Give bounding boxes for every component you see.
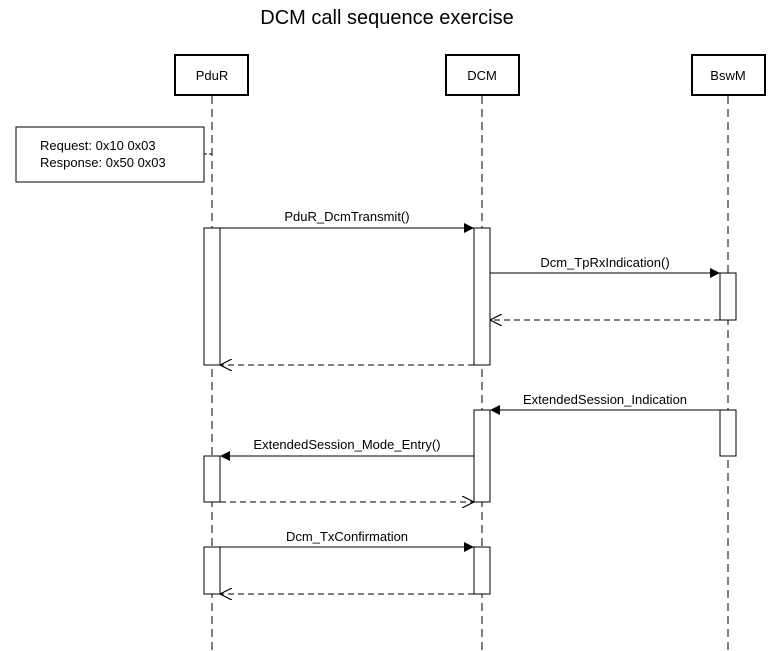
participant-dcm: DCM: [445, 54, 520, 96]
activation-pdur-3: [203, 546, 221, 595]
message-label: Dcm_TpRxIndication(): [540, 255, 669, 270]
activation-pdur-1: [203, 227, 221, 366]
note-response: Response: 0x50 0x03: [40, 155, 166, 170]
message-label: PduR_DcmTransmit(): [284, 209, 409, 224]
message-dcm-txconfirmation: Dcm_TxConfirmation: [220, 529, 474, 552]
message-pdur-dcmtransmit: PduR_DcmTransmit(): [220, 209, 474, 233]
note-request: Request: 0x10 0x03: [40, 138, 156, 153]
activation-dcm-1: [473, 227, 491, 366]
diagram-title: DCM call sequence exercise: [260, 7, 513, 29]
participant-dcm-label: DCM: [467, 68, 497, 83]
activation-bswm-2: [719, 409, 737, 457]
message-dcm-tprxindication: Dcm_TpRxIndication(): [490, 255, 720, 278]
message-label: Dcm_TxConfirmation: [286, 529, 408, 544]
activation-dcm-2: [473, 409, 491, 503]
participant-pdur: PduR: [174, 54, 249, 96]
activation-bswm-1: [719, 272, 737, 321]
activation-dcm-3: [473, 546, 491, 595]
message-label: ExtendedSession_Mode_Entry(): [253, 437, 440, 452]
participant-bswm: BswM: [691, 54, 766, 96]
message-extendedsession-indication: ExtendedSession_Indication: [490, 392, 720, 415]
activation-pdur-2: [203, 455, 221, 503]
message-label: ExtendedSession_Indication: [523, 392, 687, 407]
note-box: Request: 0x10 0x03 Response: 0x50 0x03: [15, 126, 212, 183]
participant-pdur-label: PduR: [196, 68, 229, 83]
message-extendedsession-mode-entry: ExtendedSession_Mode_Entry(): [220, 437, 474, 461]
participant-bswm-label: BswM: [710, 68, 745, 83]
